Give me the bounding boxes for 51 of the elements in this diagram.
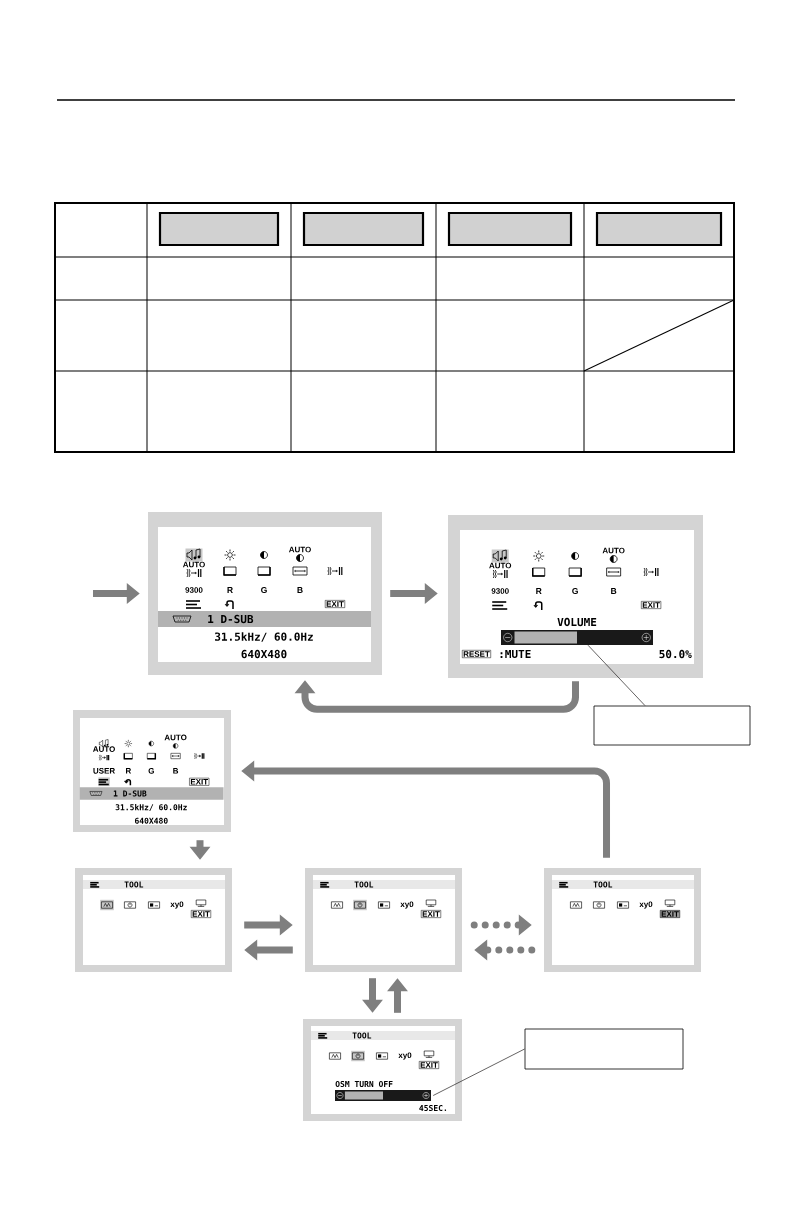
color-label: B (611, 588, 617, 594)
menu-title: TOOL (124, 881, 144, 888)
exit-button: EXIT (659, 910, 681, 918)
exit-button: EXIT (420, 910, 442, 918)
frequency-text: 31.5kHz/ 60.0Hz (115, 804, 187, 811)
color-label: G (148, 768, 154, 774)
slider-bar (335, 1090, 431, 1101)
exit-button: EXIT (641, 601, 662, 609)
slider-bar (501, 630, 653, 645)
menu-title: TOOL (354, 881, 374, 888)
leader-line (432, 1048, 525, 1096)
value-text: 45SEC. (419, 1105, 447, 1112)
color-label: R (536, 588, 542, 594)
preset-label: USER (93, 768, 115, 774)
icon-label: xy0 (398, 1052, 412, 1060)
color-label: G (572, 588, 578, 594)
color-label: B (173, 768, 179, 774)
input-label: 1 D-SUB (208, 614, 254, 624)
exit-button: EXIT (190, 910, 212, 918)
setting-title: OSM TURN OFF (335, 1081, 393, 1088)
resolution-text: 640X480 (134, 817, 168, 824)
preset-label: 9300 (491, 588, 509, 594)
callout-box (593, 705, 751, 746)
color-label: G (261, 587, 267, 593)
auto-label: AUTO (489, 562, 512, 569)
icon-label: xy0 (639, 901, 653, 909)
color-label: R (227, 587, 233, 593)
frequency-text: 31.5kHz/ 60.0Hz (215, 632, 313, 642)
callout-box (524, 1028, 684, 1070)
exit-button: EXIT (189, 777, 210, 786)
auto-label: AUTO (182, 561, 205, 568)
icon-label: xy0 (170, 901, 184, 909)
resolution-text: 640X480 (241, 649, 287, 659)
auto-label: AUTO (602, 547, 625, 554)
exit-button: EXIT (324, 600, 346, 608)
auto-label: AUTO (164, 734, 187, 741)
preset-label: 9300 (185, 587, 203, 593)
exit-button: EXIT (418, 1061, 440, 1069)
menu-title: TOOL (352, 1032, 372, 1039)
reset-text: :MUTE (500, 649, 531, 659)
setting-title: VOLUME (557, 617, 597, 627)
auto-label: AUTO (288, 546, 311, 553)
auto-label: AUTO (93, 746, 115, 752)
leader-line (587, 644, 646, 706)
icon-label: xy0 (400, 901, 414, 909)
color-label: R (126, 768, 132, 774)
menu-title: TOOL (593, 881, 613, 888)
value-text: 50.0% (659, 649, 692, 659)
reset-button: RESET (462, 650, 491, 658)
color-label: B (297, 587, 303, 593)
input-label: 1 D-SUB (113, 790, 147, 797)
